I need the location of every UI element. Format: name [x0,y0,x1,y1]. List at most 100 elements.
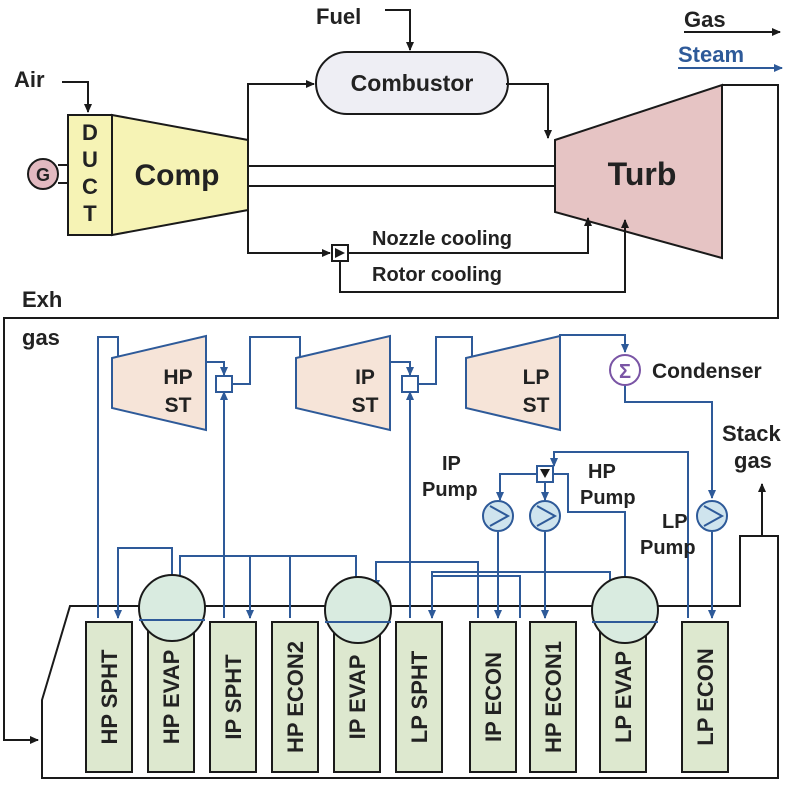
hrsg-label-hp-econ1: HP ECON1 [541,641,566,753]
lp-pump-label-line2: Pump [640,537,696,559]
nozzle-cooling-line [348,217,592,254]
rotor-cooling-line [339,219,629,293]
hrsg-label-hp-econ2: HP ECON2 [283,641,308,753]
condenser: Σ [609,354,641,386]
exhaust-label-line1: Exh [22,287,62,312]
hrsg-label-ip-spht: IP SPHT [221,654,246,740]
condenser-symbol [609,354,641,386]
ip-exhaust-line [390,361,414,376]
air-line [62,81,92,113]
combustor-label: Combustor [351,70,474,96]
lp-pump-mark [703,505,725,527]
condenser-label: Condenser [652,360,762,383]
steam-drums [138,574,659,644]
hrsg-module-ip-econ [469,621,517,773]
hp-st-label-line1: HP [163,366,192,389]
legend-steam-label: Steam [678,42,744,67]
lp-drum [591,576,659,644]
hrsg-label-lp-spht: LP SPHT [407,650,432,743]
hrsg-label-hp-spht: HP SPHT [97,649,122,745]
lp-st-label-line2: ST [523,394,550,417]
lp-steam-turbine [465,334,561,432]
ip-steam-turbine [295,334,391,432]
hp-econ2-to-hp-drum [176,555,291,618]
compressor-label: Comp [135,159,220,192]
lp-pump-label-line1: LP [662,511,688,533]
turbine [554,83,723,260]
stack-gas-label-line1: Stack [722,421,781,446]
condensate-line [624,385,716,499]
hrsg-module-ip-spht [209,621,257,773]
duct-letter-d: D [82,120,98,145]
exhaust-gas-line [3,84,779,744]
ip-pump-mark [489,505,511,527]
ip-st-label-line1: IP [355,366,375,389]
hp-reheat-mixer [215,375,233,393]
hrsg-label-lp-evap: LP EVAP [611,651,636,743]
combustor-to-turbine-line [506,83,552,139]
air-label: Air [14,67,45,92]
hp-pump-mark [536,505,558,527]
ip-steam-line [232,336,304,385]
hrsg-module-lp-evap [599,621,647,773]
hrsg-label-hp-evap: HP EVAP [159,650,184,745]
hrsg-module-lp-spht [395,621,443,773]
hrsg-label-ip-evap: IP EVAP [345,655,370,740]
hp-st-label-line2: ST [165,394,192,417]
ip-pump-feed-line [496,473,537,501]
ip-st-label-line2: ST [352,394,379,417]
hp-steam-line [97,336,122,618]
lp-steam-line [418,336,476,385]
hrsg-module-labels: HP SPHT HP EVAP IP SPHT HP ECON2 IP EVAP… [97,641,718,753]
hrsg-module-hp-spht [85,621,133,773]
ip-drum-to-ip-sht [246,555,357,619]
stack-gas-label-line2: gas [734,448,772,473]
hrsg-module-hp-econ2 [271,621,319,773]
ip-pump-icon [482,500,514,532]
hrsg-label-lp-econ: LP ECON [693,648,718,745]
ip-pump-label-line1: IP [442,453,461,475]
hp-econ1-to-hp-econ2 [428,575,521,619]
compressed-air-line [247,80,315,145]
cooling-bleed-line [247,210,331,257]
duct-letter-u: U [82,147,98,172]
feed-splitter-mark [540,469,550,478]
condenser-icon: Σ [619,361,631,383]
hp-drum [138,574,206,642]
rotor-cooling-label: Rotor cooling [372,264,502,286]
hrsg-label-ip-econ: IP ECON [481,652,506,742]
pumps [482,500,728,532]
duct [67,114,113,236]
exhaust-label-line2: gas [22,325,60,350]
generator-label: G [36,165,50,185]
duct-letter-c: C [82,174,98,199]
ip-econ-to-ip-drum [372,561,479,618]
hrsg-module-lp-econ [681,621,729,773]
ip-reheat-mixer [401,375,419,393]
gas-turbine-section: Fuel Combustor Air D U C T G Comp Turb [3,4,779,744]
hp-pump-label-line2: Pump [580,487,636,509]
nozzle-cooling-label: Nozzle cooling [372,228,512,250]
hrsg-module-hp-evap [147,621,195,773]
cooling-splitter-mark [335,248,345,258]
lp-econ-outlet-line [550,451,689,618]
ip-drum [324,576,392,644]
turbine-label: Turb [608,156,677,192]
hp-exhaust-line [206,361,228,376]
hrsg-module-hp-econ1 [529,621,577,773]
hp-steam-turbine [111,334,207,432]
fuel-line [385,9,414,51]
lp-pump-icon [696,500,728,532]
hrsg-modules [85,621,729,773]
hp-drum-to-hp-sht [114,547,173,619]
lp-st-label-line1: LP [523,366,550,389]
generator [27,158,59,190]
ip-pump-label-line2: Pump [422,479,478,501]
legend: Gas Steam [678,7,783,72]
legend-gas-label: Gas [684,7,726,32]
fuel-label: Fuel [316,4,361,29]
duct-letter-t: T [83,201,97,226]
hp-pump-label-line1: HP [588,461,616,483]
hp-pump-icon [529,500,561,532]
